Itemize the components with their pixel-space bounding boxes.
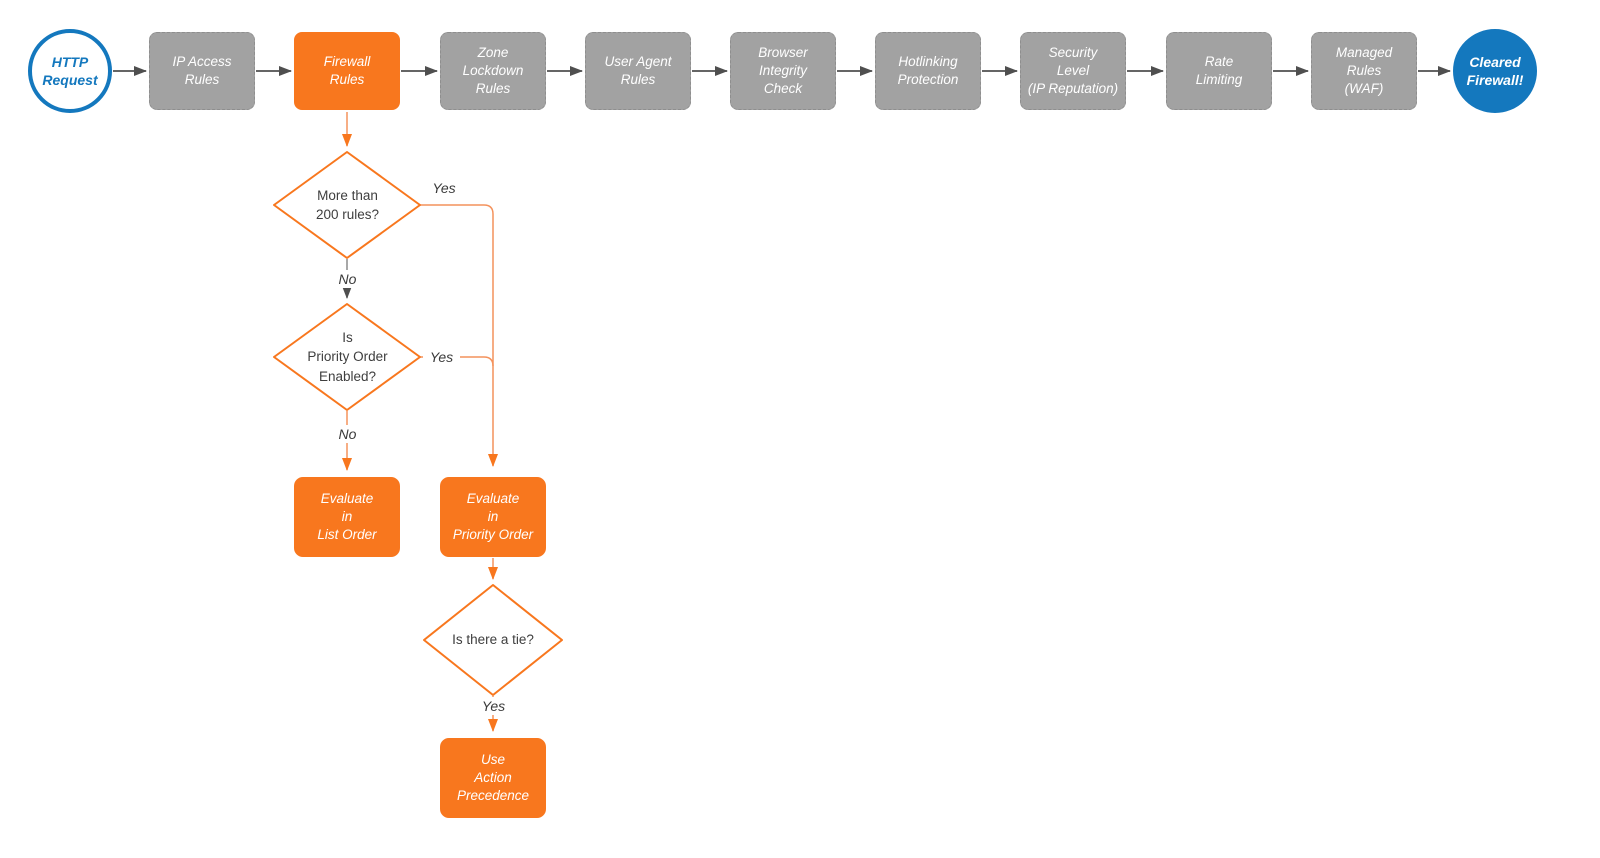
decision-label-line: Enabled? <box>318 368 377 384</box>
node-ip-access-rules: IP Access Rules <box>149 32 255 110</box>
node-label-line: User Agent <box>604 54 672 70</box>
edge-label-no-more-than-200: No <box>330 270 365 289</box>
node-label-line: (IP Reputation) <box>1027 80 1119 96</box>
node-label-line: Level <box>1056 63 1090 79</box>
node-label-line: Rules <box>184 72 220 87</box>
node-label-line: Action <box>474 769 512 785</box>
edge-label-yes-more-than-200: Yes <box>426 179 462 198</box>
node-label-line: Hotlinking <box>898 54 958 70</box>
connector-yes-decision1-to-priority-box <box>420 204 498 467</box>
node-label-line: Use <box>480 751 505 767</box>
node-label-line: Rules <box>1346 63 1382 79</box>
node-label-line: (WAF) <box>1344 80 1384 96</box>
node-label-line: Lockdown <box>462 63 524 79</box>
decision-label-line: Is there a tie? <box>452 632 534 648</box>
node-label-line: Security <box>1048 45 1098 61</box>
decision-label-line: More than <box>317 187 378 203</box>
node-label-line: HTTP <box>51 53 89 70</box>
decision-label-more-than-200: More than 200 rules? <box>277 160 418 250</box>
node-rate-limiting: Rate Limiting <box>1166 32 1272 110</box>
node-label-line: Rate <box>1204 54 1234 70</box>
node-zone-lockdown-rules: Zone Lockdown Rules <box>440 32 546 110</box>
node-evaluate-in-priority-order: Evaluate in Priority Order <box>440 477 546 557</box>
node-user-agent-rules: User Agent Rules <box>585 32 691 110</box>
decision-diamonds <box>273 151 563 696</box>
decision-label-line: Priority Order <box>307 349 388 365</box>
node-label-line: Firewall <box>323 54 371 70</box>
node-label-line: Priority Order <box>452 527 534 543</box>
node-evaluate-in-list-order: Evaluate in List Order <box>294 477 400 557</box>
node-label-line: Evaluate <box>466 490 520 506</box>
edge-label-no-priority-enabled: No <box>330 425 365 444</box>
connector-yes-decision2-merge <box>420 356 494 367</box>
decision-label-priority-enabled: Is Priority Order Enabled? <box>277 312 418 402</box>
edge-label-yes-tie: Yes <box>475 697 512 716</box>
node-managed-rules-waf: Managed Rules (WAF) <box>1311 32 1417 110</box>
node-browser-integrity-check: Browser Integrity Check <box>730 32 836 110</box>
node-http-request: HTTP Request <box>28 29 112 113</box>
node-security-level-ip-reputation: Security Level (IP Reputation) <box>1020 32 1126 110</box>
node-hotlinking-protection: Hotlinking Protection <box>875 32 981 110</box>
node-label-line: Check <box>763 80 803 96</box>
decision-label-line: Is <box>342 330 353 346</box>
node-label-line: Browser <box>758 45 808 61</box>
decision-label-line: 200 rules? <box>315 207 380 222</box>
decision-diamond-is-there-a-tie <box>423 584 563 696</box>
node-firewall-rules: Firewall Rules <box>294 32 400 110</box>
decision-diamond-priority-enabled <box>273 303 421 411</box>
node-label-line: Zone <box>477 45 509 61</box>
node-label-line: Firewall! <box>1466 72 1524 88</box>
node-label-line: Request <box>42 72 98 88</box>
node-label-line: IP Access <box>172 54 232 70</box>
node-label-line: in <box>341 508 353 524</box>
node-label-line: Integrity <box>758 63 808 79</box>
node-label-line: Rules <box>620 72 656 87</box>
decision-label-is-there-a-tie: Is there a tie? <box>423 600 563 680</box>
decision-diamond-more-than-200 <box>273 151 421 259</box>
node-label-line: Managed <box>1335 45 1393 61</box>
node-label-line: Evaluate <box>320 490 374 506</box>
node-cleared-firewall: Cleared Firewall! <box>1453 29 1537 113</box>
node-label-line: Cleared <box>1469 53 1521 70</box>
node-label-line: Rules <box>475 80 511 96</box>
node-label-line: List Order <box>317 527 377 543</box>
node-label-line: Precedence <box>456 788 530 804</box>
node-use-action-precedence: Use Action Precedence <box>440 738 546 818</box>
node-label-line: Limiting <box>1195 72 1243 87</box>
node-label-line: in <box>487 508 499 524</box>
edge-label-yes-priority-enabled: Yes <box>423 348 460 367</box>
node-label-line: Rules <box>329 72 365 87</box>
node-label-line: Protection <box>897 72 959 87</box>
